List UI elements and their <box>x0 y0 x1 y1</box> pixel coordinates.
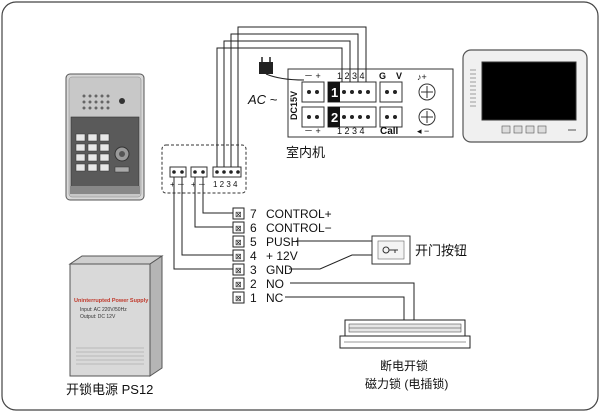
svg-text:⊠: ⊠ <box>235 294 242 303</box>
terminal-num: 7 <box>250 207 257 221</box>
speaker-grille <box>82 94 125 110</box>
door-station <box>65 73 145 201</box>
connector-plus-minus-b: + － <box>191 180 206 189</box>
indoor-unit-label: 室内机 <box>286 145 325 160</box>
indoor-plus-minus-top: － + <box>304 71 321 81</box>
terminal-num: 6 <box>250 221 257 235</box>
terminal-num: 4 <box>250 249 257 263</box>
monitor-screen <box>481 61 577 121</box>
v-label: V <box>396 71 402 81</box>
terminal-name: GND <box>266 263 293 277</box>
volume-down-icon: ◂ − <box>417 108 436 136</box>
exit-button-device <box>371 235 411 265</box>
volume-up-icon: ♪+ <box>417 72 436 101</box>
magnetic-lock <box>339 319 471 349</box>
terminal-name: + 12V <box>266 249 298 263</box>
terminal-num: 3 <box>250 263 257 277</box>
indoor-monitor <box>462 49 588 143</box>
svg-text:◂ −: ◂ − <box>417 126 429 136</box>
svg-text:⊠: ⊠ <box>235 266 242 275</box>
indoor-unit-block: － + － + DC15V 1 2 3 4 1 2 1 2 3 4 G V Ca… <box>287 68 454 138</box>
terminal-name: CONTROL+ <box>266 207 332 221</box>
camera-lens <box>119 98 125 104</box>
terminal-name: CONTROL− <box>266 221 332 235</box>
psu-box-line1: Input: AC 220V/50Hz <box>80 307 127 313</box>
lock-label-line2: 磁力锁 (电插锁) <box>365 376 448 391</box>
exit-button-label: 开门按钮 <box>415 243 467 258</box>
dc15v-label: DC15V <box>289 91 299 120</box>
terminal-row: ⊠ 2 NO <box>232 277 284 291</box>
terminal-name: NO <box>266 277 284 291</box>
channel-1-label: 1 <box>331 85 338 100</box>
terminal-row: ⊠ 1 NC <box>232 291 284 305</box>
svg-text:⊠: ⊠ <box>235 224 242 233</box>
call-label: Call <box>380 126 399 137</box>
terminal-num: 1 <box>250 291 257 305</box>
svg-text:⊠: ⊠ <box>235 210 242 219</box>
power-supply-label: 开锁电源 PS12 <box>66 382 153 397</box>
ac-label: AC ~ <box>247 92 278 107</box>
device-wires <box>285 240 415 320</box>
bus-wires <box>216 26 367 167</box>
indoor-top-pins: 1 2 3 4 <box>337 71 365 81</box>
svg-text:⊠: ⊠ <box>235 252 242 261</box>
power-supply-box: Uninterrupted Power Supply Input: AC 220… <box>68 255 164 377</box>
channel-2-label: 2 <box>331 110 338 125</box>
psu-box-line2: Output: DC 12V <box>80 314 116 320</box>
indoor-plus-minus-bottom: － + <box>304 126 321 136</box>
svg-text:⊠: ⊠ <box>235 280 242 289</box>
svg-text:⊠: ⊠ <box>235 238 242 247</box>
terminal-row: ⊠ 7 CONTROL+ <box>232 207 332 221</box>
keypad <box>75 133 110 172</box>
terminal-num: 5 <box>250 235 257 249</box>
terminal-list: ⊠ 7 CONTROL+ ⊠ 6 CONTROL− ⊠ 5 PUSH ⊠ 4 +… <box>232 207 332 305</box>
outdoor-connector-box: + － + － 1 2 3 4 <box>161 144 247 194</box>
psu-box-title: Uninterrupted Power Supply <box>74 298 149 304</box>
terminal-name: PUSH <box>266 235 299 249</box>
terminal-num: 2 <box>250 277 257 291</box>
connector-pins: 1 2 3 4 <box>213 180 238 189</box>
terminal-name: NC <box>266 291 284 305</box>
svg-text:♪+: ♪+ <box>417 72 427 82</box>
terminal-row: ⊠ 5 PUSH <box>232 235 299 249</box>
terminal-row: ⊠ 4 + 12V <box>232 249 298 263</box>
indoor-bottom-pins: 1 2 3 4 <box>337 126 365 136</box>
lock-label-line1: 断电开锁 <box>380 358 428 373</box>
ac-adapter-icon <box>259 57 305 81</box>
control-wires <box>173 177 233 270</box>
monitor-buttons <box>501 125 547 134</box>
connector-plus-minus-a: + － <box>170 180 185 189</box>
g-label: G <box>379 71 386 81</box>
